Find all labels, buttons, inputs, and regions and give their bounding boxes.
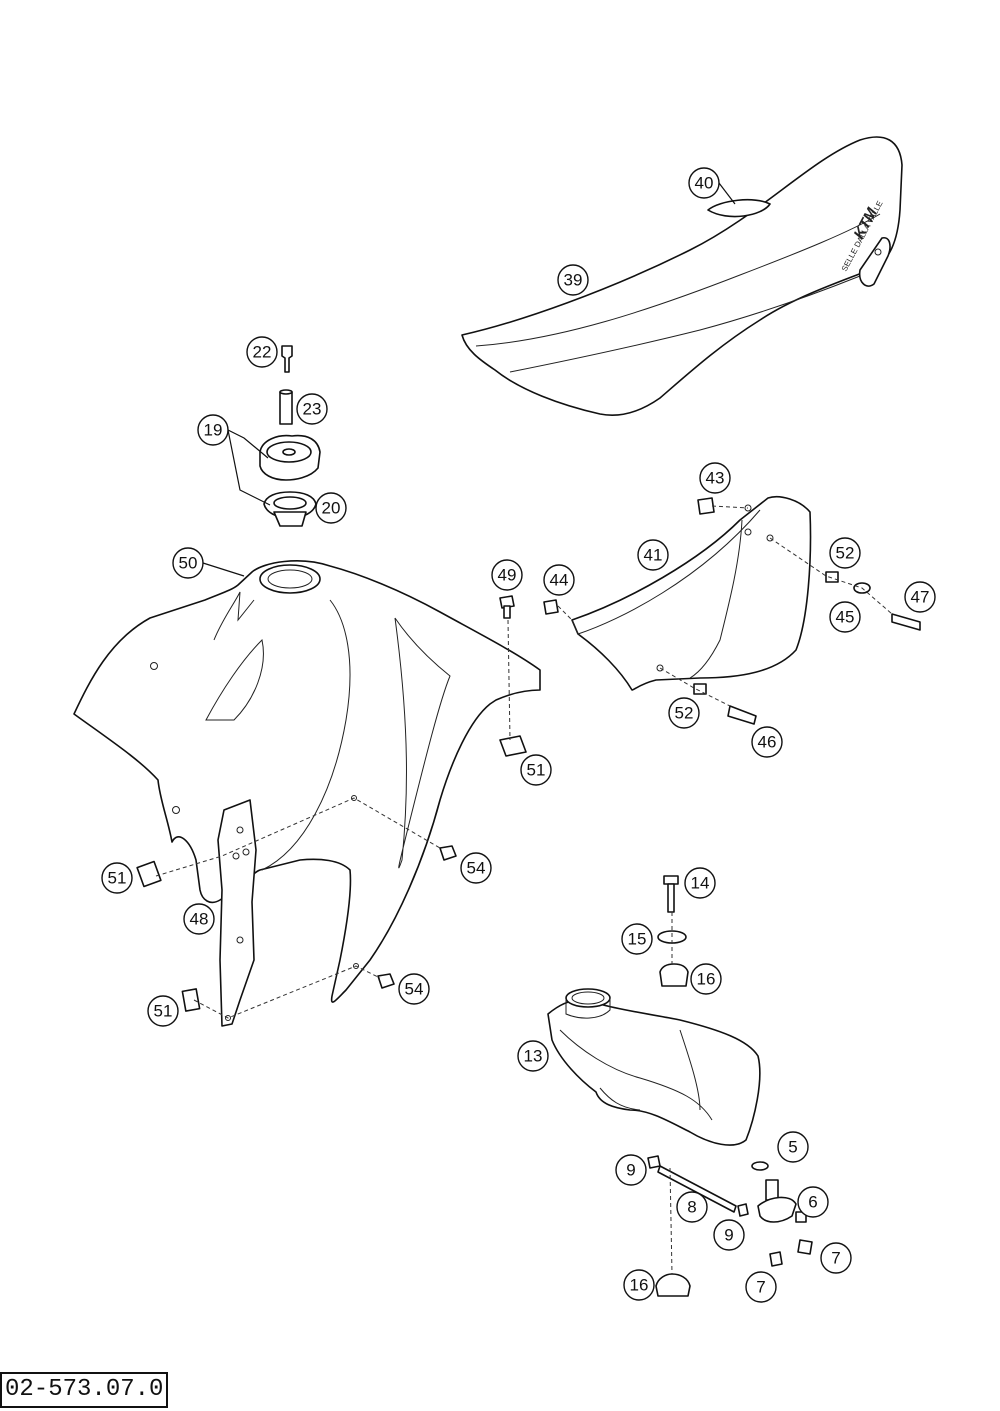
callout-9-right[interactable]: 9: [713, 1219, 745, 1251]
svg-text:5: 5: [788, 1138, 797, 1157]
svg-text:44: 44: [550, 571, 569, 590]
svg-text:15: 15: [628, 930, 647, 949]
bracket-part: [217, 799, 257, 1027]
svg-text:19: 19: [204, 421, 223, 440]
callout-50[interactable]: 50: [172, 547, 204, 579]
svg-text:51: 51: [527, 761, 546, 780]
svg-text:9: 9: [724, 1226, 733, 1245]
callout-6[interactable]: 6: [797, 1186, 829, 1218]
svg-text:54: 54: [467, 859, 486, 878]
spoiler-fasteners: [136, 595, 527, 1019]
svg-text:22: 22: [253, 343, 272, 362]
svg-text:13: 13: [524, 1047, 543, 1066]
callout-41[interactable]: 41: [637, 539, 669, 571]
fuel-cap-assembly: [259, 345, 321, 527]
svg-text:7: 7: [756, 1278, 765, 1297]
callout-15[interactable]: 15: [621, 923, 653, 955]
oil-tank-fasteners: [647, 875, 813, 1297]
callout-5[interactable]: 5: [777, 1131, 809, 1163]
svg-text:6: 6: [808, 1193, 817, 1212]
callout-40[interactable]: 40: [688, 167, 720, 199]
callout-13[interactable]: 13: [517, 1040, 549, 1072]
svg-text:23: 23: [303, 400, 322, 419]
svg-text:47: 47: [911, 588, 930, 607]
callout-8[interactable]: 8: [676, 1191, 708, 1223]
svg-text:49: 49: [498, 566, 517, 585]
svg-text:8: 8: [687, 1198, 696, 1217]
svg-text:52: 52: [836, 544, 855, 563]
callout-48[interactable]: 48: [183, 903, 215, 935]
callout-51-right[interactable]: 51: [520, 754, 552, 786]
seat-part: KTM SELLE DALLA VALLE: [461, 136, 903, 417]
svg-text:48: 48: [190, 910, 209, 929]
callout-9-left[interactable]: 9: [615, 1154, 647, 1186]
svg-text:51: 51: [108, 869, 127, 888]
callout-23[interactable]: 23: [296, 393, 328, 425]
svg-text:52: 52: [675, 704, 694, 723]
svg-text:40: 40: [695, 174, 714, 193]
callout-49[interactable]: 49: [491, 559, 523, 591]
side-cover-fasteners: [543, 497, 921, 725]
svg-text:7: 7: [831, 1249, 840, 1268]
callout-19[interactable]: 19: [197, 414, 229, 446]
svg-text:43: 43: [706, 469, 725, 488]
svg-text:41: 41: [644, 546, 663, 565]
svg-text:45: 45: [836, 608, 855, 627]
callout-52-upper[interactable]: 52: [829, 537, 861, 569]
callout-22[interactable]: 22: [246, 336, 278, 368]
callout-51-left[interactable]: 51: [101, 862, 133, 894]
callout-16-lower[interactable]: 16: [623, 1269, 655, 1301]
svg-text:20: 20: [322, 499, 341, 518]
callout-39[interactable]: 39: [557, 264, 589, 296]
svg-text:39: 39: [564, 271, 583, 290]
callout-leaders: [202, 182, 736, 577]
callout-51-bottom[interactable]: 51: [147, 995, 179, 1027]
svg-text:46: 46: [758, 733, 777, 752]
callout-43[interactable]: 43: [699, 462, 731, 494]
svg-text:16: 16: [697, 970, 716, 989]
callout-52-lower[interactable]: 52: [668, 697, 700, 729]
callout-46[interactable]: 46: [751, 726, 783, 758]
svg-text:50: 50: [179, 554, 198, 573]
callout-20[interactable]: 20: [315, 492, 347, 524]
svg-text:16: 16: [630, 1276, 649, 1295]
svg-text:9: 9: [626, 1161, 635, 1180]
svg-text:54: 54: [405, 980, 424, 999]
side-cover-part: [571, 496, 812, 691]
callout-44[interactable]: 44: [543, 564, 575, 596]
callout-14[interactable]: 14: [684, 867, 716, 899]
callout-7-left[interactable]: 7: [745, 1271, 777, 1303]
callout-45[interactable]: 45: [829, 601, 861, 633]
oil-tank-part: [547, 988, 761, 1146]
callout-16-upper[interactable]: 16: [690, 963, 722, 995]
drawing-number-label: 02-573.07.0: [0, 1372, 169, 1408]
callout-54-upper[interactable]: 54: [460, 852, 492, 884]
callout-47[interactable]: 47: [904, 581, 936, 613]
callout-54-lower[interactable]: 54: [398, 973, 430, 1005]
callout-layer: 40 39 22 23 19 20 50 49 44 41 43 52 45 4…: [101, 167, 936, 1303]
svg-text:14: 14: [691, 874, 710, 893]
spoiler-part: [73, 560, 541, 1003]
svg-text:51: 51: [154, 1002, 173, 1021]
callout-7-right[interactable]: 7: [820, 1242, 852, 1274]
